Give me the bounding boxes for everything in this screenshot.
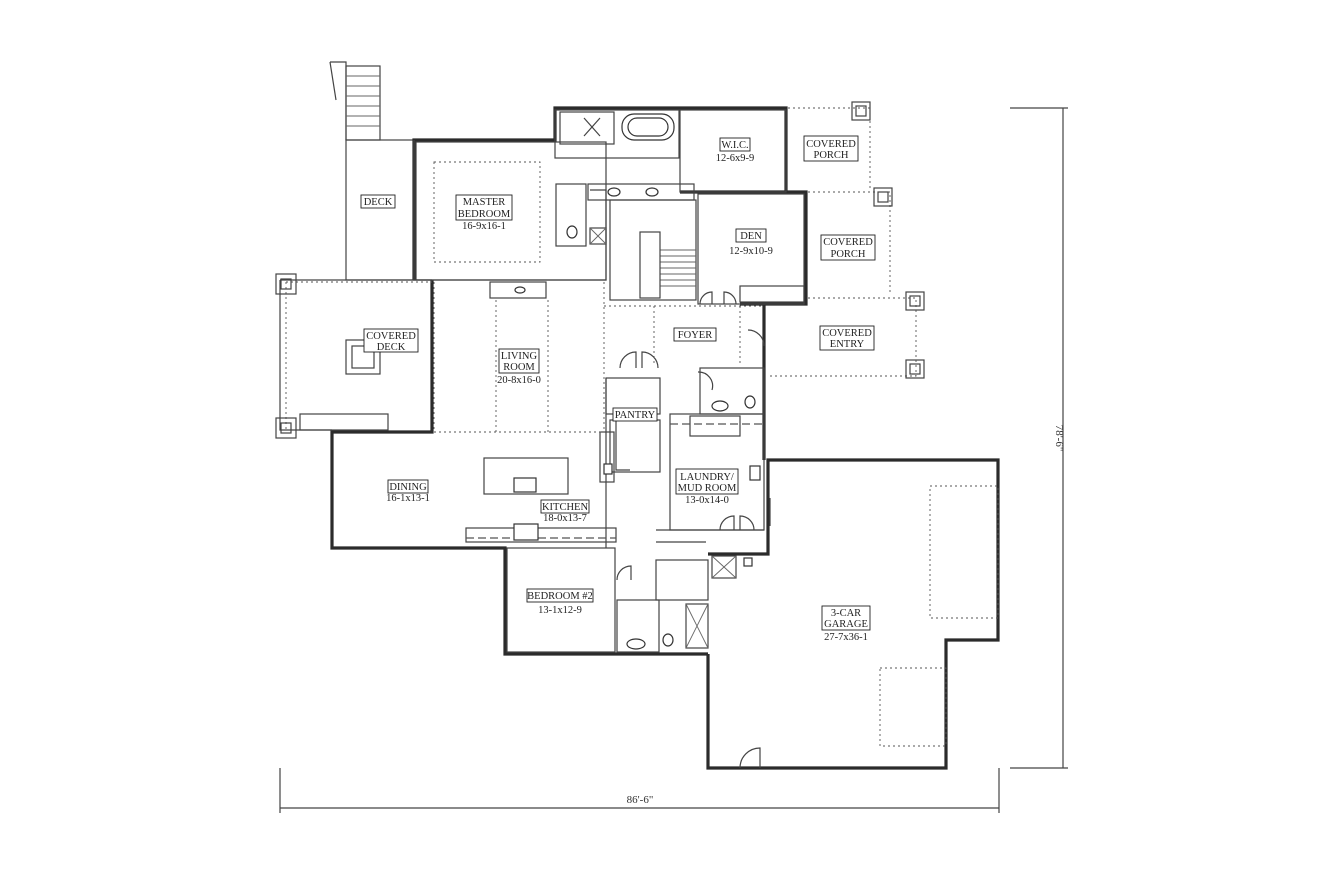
dimension-depth: 78'-6" — [1053, 425, 1065, 452]
label-dining: DINING 16-1x13-1 — [386, 479, 430, 504]
living-room-name-2: ROOM — [503, 362, 535, 373]
wic-size: 12-6x9-9 — [716, 153, 755, 164]
master-bedroom-name-1: MASTER — [463, 197, 506, 208]
living-room-name-1: LIVING — [501, 351, 538, 362]
covered-entry-name-1: COVERED — [822, 328, 872, 339]
label-den: DEN 12-9x10-9 — [729, 228, 773, 257]
label-covered-porch-1: COVERED PORCH — [803, 135, 859, 162]
bedroom-2-size: 13-1x12-9 — [538, 605, 582, 616]
label-pantry: PANTRY — [612, 407, 658, 422]
label-bedroom-2: BEDROOM #2 13-1x12-9 — [526, 588, 594, 616]
covered-entry-name-2: ENTRY — [830, 339, 865, 350]
label-master-bedroom: MASTER BEDROOM 16-9x16-1 — [455, 194, 513, 232]
dotted-lines — [285, 107, 999, 747]
covered-deck-name-1: COVERED — [366, 331, 416, 342]
covered-porch-1-name-2: PORCH — [813, 150, 848, 161]
den-name: DEN — [740, 231, 762, 242]
dining-name: DINING — [389, 482, 427, 493]
columns — [275, 101, 925, 439]
laundry-name-2: MUD ROOM — [678, 483, 737, 494]
garage-name-1: 3-CAR — [831, 608, 861, 619]
master-bedroom-name-2: BEDROOM — [458, 209, 511, 220]
exterior-walls — [330, 106, 1000, 770]
label-wic: W.I.C. 12-6x9-9 — [716, 137, 755, 164]
dimension-lines — [279, 107, 1068, 813]
living-room-size: 20-8x16-0 — [497, 375, 541, 386]
covered-deck-name-2: DECK — [377, 342, 406, 353]
covered-porch-2-name-2: PORCH — [830, 249, 865, 260]
garage-name-2: GARAGE — [824, 619, 868, 630]
label-kitchen: KITCHEN 18-0x13-7 — [540, 499, 590, 524]
covered-porch-2-name-1: COVERED — [823, 237, 873, 248]
covered-deck-outline — [279, 279, 432, 431]
laundry-size: 13-0x14-0 — [685, 495, 729, 506]
bedroom-2-name: BEDROOM #2 — [527, 591, 593, 602]
pantry-name: PANTRY — [615, 410, 656, 421]
label-deck: DECK — [360, 194, 396, 209]
interior-walls — [413, 109, 805, 769]
label-covered-porch-2: COVERED PORCH — [820, 234, 876, 261]
label-living-room: LIVING ROOM 20-8x16-0 — [497, 348, 541, 386]
garage-size: 27-7x36-1 — [824, 632, 868, 643]
dining-size: 16-1x13-1 — [386, 493, 430, 504]
deck-stairs — [329, 61, 415, 281]
dimension-width: 86'-6" — [627, 794, 654, 806]
label-garage: 3-CAR GARAGE 27-7x36-1 — [821, 605, 871, 643]
master-bedroom-size: 16-9x16-1 — [462, 221, 506, 232]
label-laundry: LAUNDRY/ MUD ROOM 13-0x14-0 — [675, 468, 739, 506]
laundry-name-1: LAUNDRY/ — [680, 472, 734, 483]
foyer-name: FOYER — [678, 330, 712, 341]
label-covered-deck: COVERED DECK — [363, 328, 419, 353]
den-size: 12-9x10-9 — [729, 246, 773, 257]
deck-name: DECK — [364, 197, 393, 208]
label-foyer: FOYER — [673, 327, 717, 342]
covered-porch-1-name-1: COVERED — [806, 139, 856, 150]
label-covered-entry: COVERED ENTRY — [819, 325, 875, 351]
kitchen-size: 18-0x13-7 — [543, 513, 587, 524]
kitchen-name: KITCHEN — [542, 502, 588, 513]
wic-name: W.I.C. — [721, 140, 748, 151]
